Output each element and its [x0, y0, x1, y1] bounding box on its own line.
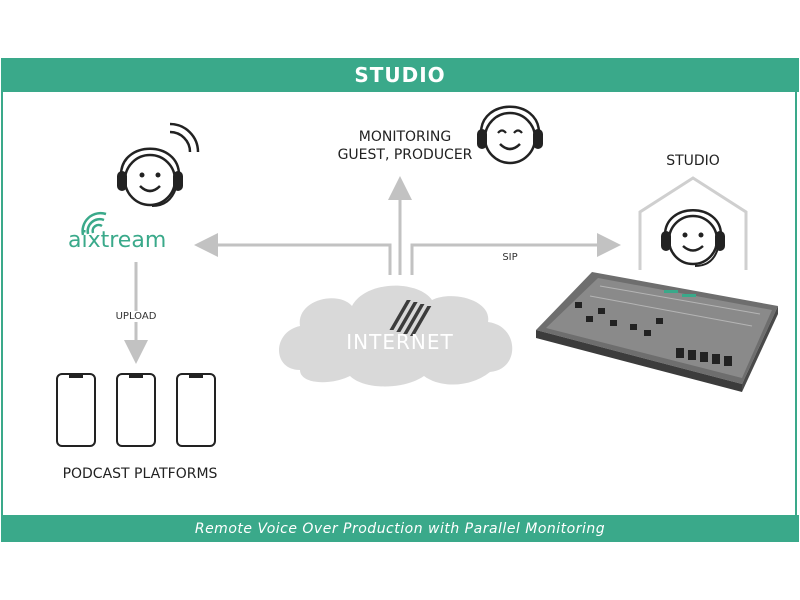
arrow-internet-to-studio [410, 233, 621, 275]
sip-edge-label: SIP [502, 252, 518, 263]
studio-label: STUDIO [666, 153, 720, 169]
arrow-internet-to-aixtream [194, 233, 392, 275]
studio-house-outline [638, 176, 748, 270]
monitoring-label-line2: GUEST, PRODUCER [337, 147, 473, 163]
internet-label: INTERNET [346, 330, 454, 354]
face-headset-icon-monitoring [477, 105, 543, 165]
phone-icon [56, 373, 96, 447]
internet-cloud [279, 285, 513, 387]
aixtream-wifi-icon [81, 211, 107, 236]
mixing-console-image [389, 272, 778, 392]
footer-caption: Remote Voice Over Production with Parall… [1, 515, 799, 542]
upload-edge-label: UPLOAD [100, 311, 172, 322]
monitoring-label: MONITORING GUEST, PRODUCER [320, 128, 490, 164]
aixtream-logo-text: aixtream [68, 228, 167, 253]
face-headset-icon-aixtream [117, 122, 200, 207]
phone-icon [176, 373, 216, 447]
header-title: STUDIO [1, 58, 799, 92]
phone-icon [116, 373, 156, 447]
monitoring-label-line1: MONITORING [358, 129, 452, 145]
connection-arrows [124, 176, 621, 364]
face-headset-icon-studio [661, 209, 725, 267]
podcast-platforms-label: PODCAST PLATFORMS [62, 466, 218, 482]
podcast-platform-phones [56, 373, 216, 447]
